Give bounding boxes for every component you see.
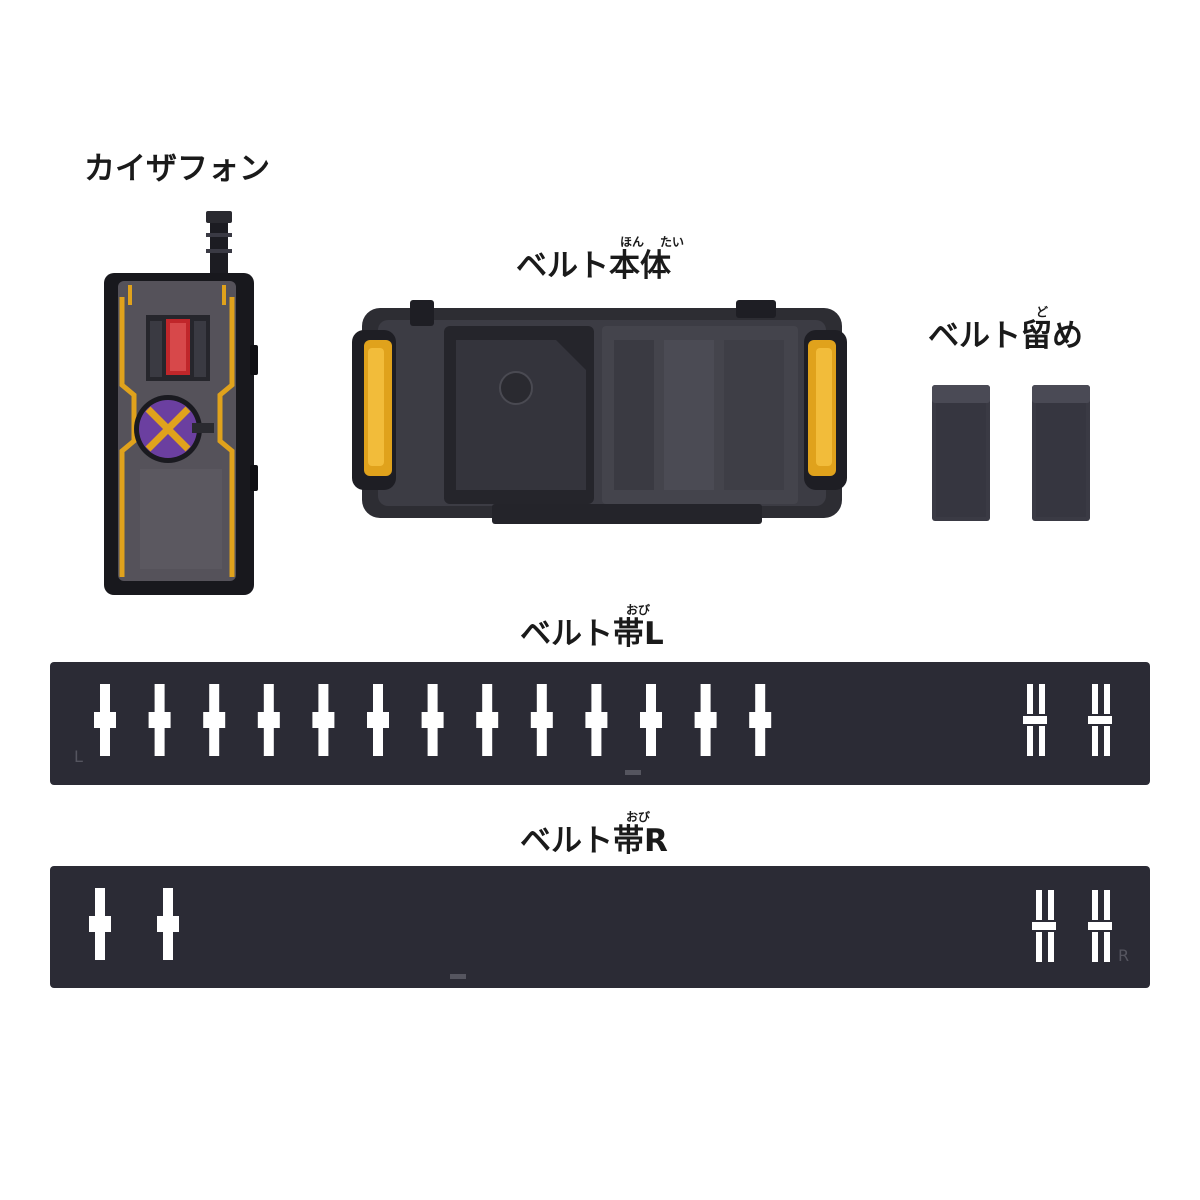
strap-left-hole (585, 684, 608, 756)
strap-left-hole (94, 684, 116, 756)
strap-left-hole (312, 684, 335, 756)
strap-left-hole (749, 684, 772, 756)
belt-body-ruby-2: たい (660, 235, 685, 249)
belt-stopper-ruby: ど (1036, 305, 1049, 319)
strap-left-hole (640, 684, 662, 756)
strap-left-hole (694, 684, 717, 756)
strap-right-image: R (50, 866, 1150, 988)
strap-right-label: ベルト帯R (520, 823, 668, 859)
strap-right-buckle-hole (1032, 890, 1056, 962)
phone-image (104, 211, 258, 595)
strap-left-label: ベルト帯L (520, 616, 664, 652)
strap-left-buckle-hole (1088, 684, 1112, 756)
belt-body-ruby-1: ほん (620, 235, 645, 249)
strap-left-hole (530, 684, 553, 756)
strap-right-buckle-hole (1088, 890, 1112, 962)
strap-right-mark: R (1118, 946, 1129, 965)
strap-left-mark: L (74, 747, 83, 766)
belt-stopper-left-image (932, 385, 990, 521)
belt-body-label: ベルト本体 (516, 248, 671, 284)
strap-right-hole (89, 888, 111, 960)
strap-left-hole (148, 684, 171, 756)
strap-left-hole (367, 684, 389, 756)
strap-left-ruby: おび (626, 603, 651, 617)
strap-right-hole (157, 888, 179, 960)
belt-stopper-label: ベルト留め (928, 318, 1083, 354)
strap-left-hole (203, 684, 226, 756)
strap-left-image: L (50, 662, 1150, 785)
strap-left-buckle-hole (1023, 684, 1047, 756)
strap-right-ruby: おび (626, 810, 651, 824)
strap-left-hole (476, 684, 499, 756)
phone-label: カイザフォン (84, 151, 270, 187)
strap-left-hole (421, 684, 444, 756)
strap-left-hole (257, 684, 280, 756)
belt-body-image (352, 300, 847, 524)
belt-stopper-right-image (1032, 385, 1090, 521)
